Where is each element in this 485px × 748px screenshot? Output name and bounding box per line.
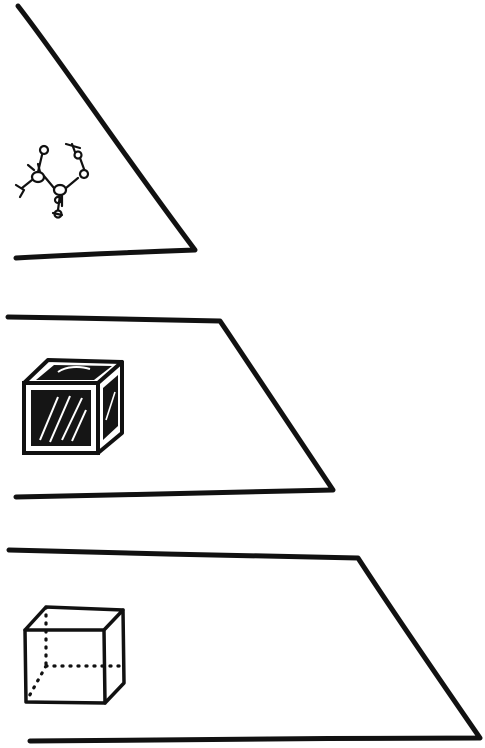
molecule-icon [16, 144, 88, 218]
wireframe-cube-icon [25, 607, 124, 703]
tier-top [16, 6, 195, 258]
tier-bottom [9, 550, 480, 741]
solid-cube-icon [24, 360, 122, 453]
tier-top-outline [16, 6, 195, 258]
tier-bottom-outline [9, 550, 480, 741]
tier-middle [8, 317, 333, 497]
